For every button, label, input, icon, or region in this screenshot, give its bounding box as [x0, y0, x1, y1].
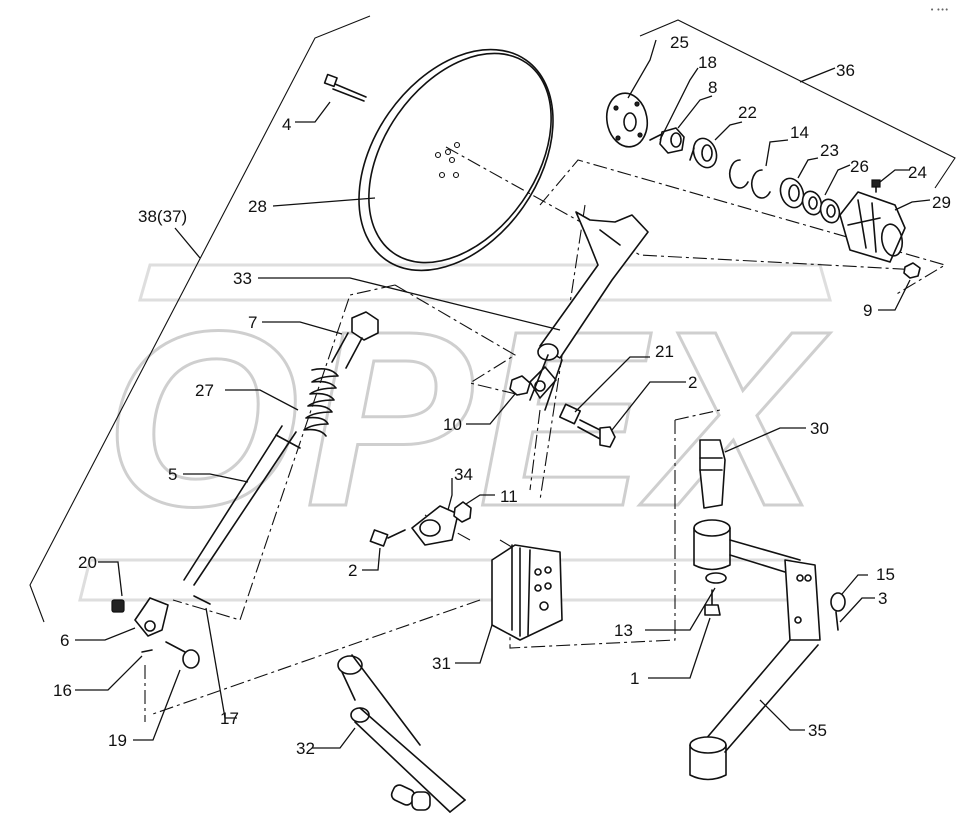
callout-27: 27: [195, 381, 214, 400]
pin-17: [193, 595, 211, 605]
callout-16: 16: [53, 681, 72, 700]
callout-18: 18: [698, 53, 717, 72]
callout-10: 10: [443, 415, 462, 434]
clamp-34: [411, 505, 459, 546]
callout-29: 29: [932, 193, 951, 212]
nut-8: [659, 127, 685, 154]
nut-9: [903, 262, 921, 279]
bearing-23: [779, 177, 805, 209]
callout-22: 22: [738, 103, 757, 122]
callout-21: 21: [655, 342, 674, 361]
clevis-6: [134, 597, 169, 637]
bushing-20: [111, 599, 125, 613]
callout-34: 34: [454, 465, 473, 484]
callout-14: 14: [790, 123, 809, 142]
rod-5: [183, 425, 301, 586]
bolt-18: [649, 133, 663, 141]
arm-33: [529, 211, 649, 411]
callout-28: 28: [248, 197, 267, 216]
callout-19: 19: [108, 731, 127, 750]
washer-26: [801, 190, 841, 224]
grease-nipple-24: [871, 179, 881, 193]
callout-8: 8: [708, 78, 717, 97]
hub-29: [839, 191, 906, 263]
group-bracket-36: [639, 19, 956, 189]
callout-11: 11: [500, 487, 518, 506]
callout-30: 30: [810, 419, 829, 438]
callout-31: 31: [432, 654, 451, 673]
callout-2-lower: 2: [348, 561, 357, 580]
bolt-4: [323, 73, 367, 102]
pin-16: [141, 649, 153, 653]
group-bracket-38: [29, 15, 371, 623]
disc-28: [358, 48, 554, 272]
callout-4: 4: [282, 115, 291, 134]
callout-5: 5: [168, 465, 177, 484]
callout-6: 6: [60, 631, 69, 650]
callout-36: 36: [836, 61, 855, 80]
arm-35: [689, 519, 821, 781]
bolt-2-upper: [558, 403, 616, 448]
circlip-14: [729, 159, 771, 199]
bolt-1: [704, 589, 721, 616]
callout-13: 13: [614, 621, 633, 640]
callout-32: 32: [296, 739, 315, 758]
callout-24: 24: [908, 163, 927, 182]
nut-10: [509, 375, 531, 396]
callout-1: 1: [630, 669, 639, 688]
callout-23: 23: [820, 141, 839, 160]
callout-38: 38(37): [138, 207, 187, 226]
callout-9: 9: [863, 301, 872, 320]
bracket-31: [491, 544, 563, 641]
pin-30: [699, 439, 726, 509]
leader-lines: [75, 39, 931, 749]
callout-20: 20: [78, 553, 97, 572]
washer-13: [705, 572, 727, 584]
callouts: 4 28 38(37) 33 7 27 5 20 6 16 19 17 32 3…: [53, 33, 951, 758]
callout-33: 33: [233, 269, 252, 288]
callout-25: 25: [670, 33, 689, 52]
lever-32: [337, 654, 466, 813]
bolt-3: [835, 611, 839, 631]
callout-15: 15: [876, 565, 895, 584]
bolt-7: [331, 311, 379, 369]
callout-7: 7: [248, 313, 257, 332]
nut-11: [453, 501, 472, 523]
bearing-22: [689, 137, 718, 169]
callout-3: 3: [878, 589, 887, 608]
callout-35: 35: [808, 721, 827, 740]
callout-26: 26: [850, 157, 869, 176]
corner-mark: • •••: [930, 6, 949, 14]
callout-17: 17: [220, 709, 239, 728]
pin-19: [165, 641, 200, 669]
bolt-2-lower: [369, 529, 406, 547]
spring-27: [303, 368, 339, 437]
callout-2-upper: 2: [688, 373, 697, 392]
washer-15: [830, 592, 846, 612]
flange-25: [605, 92, 649, 148]
